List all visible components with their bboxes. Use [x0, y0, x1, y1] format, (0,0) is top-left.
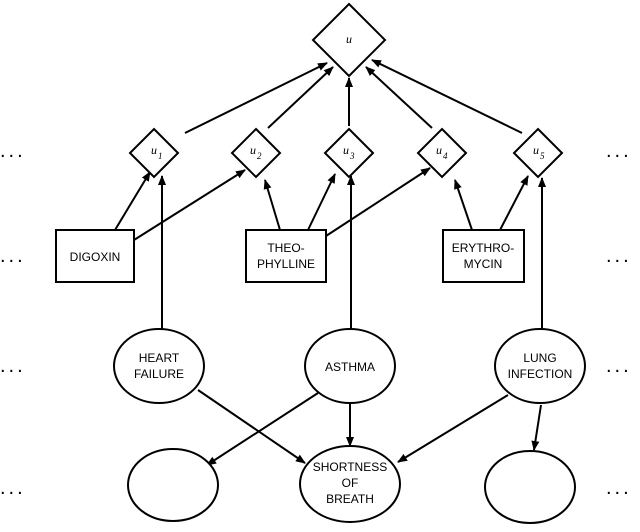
sub-utility-label-5: u5 [533, 143, 545, 161]
edge-u5-u [371, 59, 523, 134]
drug-label-theophylline-line2: PHYLLINE [257, 257, 315, 271]
ellipsis-markers: ... ... ... ... ... ... ... ... [0, 140, 632, 499]
edge-heart-failure-sob [197, 389, 306, 464]
edge-theophylline-u2 [263, 179, 281, 231]
disease-label-asthma: ASTHMA [325, 360, 375, 374]
ellipsis-right-row1: ... [606, 140, 632, 162]
edge-u1-u [184, 62, 328, 134]
disease-label-heart-failure-line1: HEART [139, 351, 180, 365]
finding-node-right [484, 450, 576, 524]
drug-node-theophylline: THEO- PHYLLINE [245, 229, 327, 283]
sub-utility-node-3: u3 [323, 127, 375, 179]
sub-utility-label-3: u3 [343, 143, 355, 161]
edge-digoxin-u1 [114, 171, 151, 231]
ellipsis-left-row1: ... [0, 140, 26, 162]
disease-label-heart-failure-line2: FAILURE [134, 367, 184, 381]
drug-label-theophylline-line1: THEO- [267, 241, 304, 255]
edge-lung-infection-right-finding [531, 404, 542, 451]
sub-utility-label-1: u1 [151, 143, 163, 161]
ellipsis-right-row2: ... [606, 245, 632, 267]
edge-lung-infection-sob [397, 394, 509, 463]
drug-node-digoxin: DIGOXIN [55, 229, 135, 283]
drug-node-erythromycin: ERYTHRO- MYCIN [442, 229, 525, 283]
finding-label-sob-line3: BREATH [326, 492, 374, 506]
edges [114, 59, 546, 466]
edge-theophylline-u3 [307, 173, 336, 231]
finding-label-sob-line1: SHORTNESS [313, 460, 387, 474]
sub-utility-node-4: u4 [416, 127, 468, 179]
finding-node-left [127, 448, 219, 522]
finding-node-shortness-of-breath: SHORTNESS OF BREATH [299, 445, 401, 523]
ellipsis-right-row4: ... [606, 477, 632, 499]
utility-label: u [346, 32, 352, 46]
finding-label-sob-line2: OF [342, 476, 359, 490]
disease-label-lung-infection-line2: INFECTION [508, 367, 573, 381]
edge-digoxin-u2 [133, 169, 246, 241]
disease-label-lung-infection-line1: LUNG [523, 351, 556, 365]
ellipsis-left-row4: ... [0, 477, 26, 499]
utility-node: u [311, 2, 387, 78]
edge-erythromycin-u5 [499, 175, 529, 231]
disease-node-asthma: ASTHMA [304, 328, 396, 404]
disease-node-lung-infection: LUNG INFECTION [494, 328, 586, 404]
drug-label-erythromycin-line2: MYCIN [464, 257, 503, 271]
ellipsis-left-row3: ... [0, 355, 26, 377]
sub-utility-label-2: u2 [250, 143, 262, 161]
disease-node-heart-failure: HEART FAILURE [113, 328, 205, 404]
edge-u2-u [267, 66, 334, 129]
edge-theophylline-u4 [325, 167, 431, 237]
drug-label-erythromycin-line1: ERYTHRO- [452, 241, 514, 255]
edge-asthma-left-finding [206, 392, 319, 466]
ellipsis-right-row3: ... [606, 355, 632, 377]
edge-u4-u [365, 66, 433, 129]
ellipsis-left-row2: ... [0, 245, 26, 267]
sub-utility-node-5: u5 [512, 127, 564, 179]
edge-erythromycin-u4 [454, 179, 473, 231]
sub-utility-node-1: u1 [128, 127, 180, 179]
drug-label-digoxin: DIGOXIN [70, 250, 121, 264]
sub-utility-label-4: u4 [436, 143, 448, 161]
sub-utility-node-2: u2 [230, 127, 282, 179]
